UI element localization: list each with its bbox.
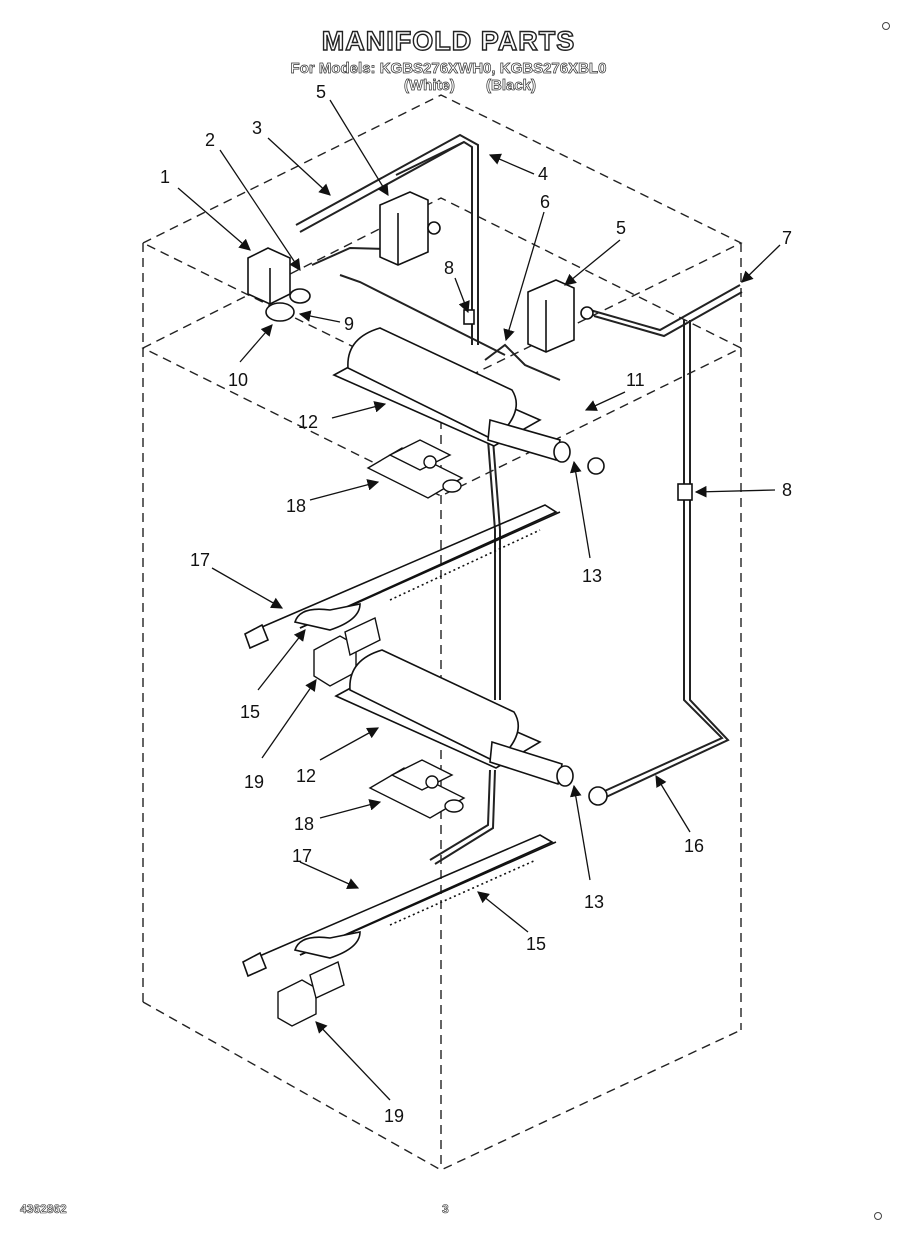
igniter-bracket-upper [366, 439, 464, 499]
models-line: For Models: KGBS276XWH0, KGBS276XBL0 [290, 60, 607, 78]
spreader-upper [244, 504, 561, 650]
valve-lower [527, 279, 575, 353]
callout-8-upper: 8 [444, 258, 454, 278]
terminal-block-lower [277, 961, 345, 1027]
callout-3: 3 [252, 118, 262, 138]
leader-lines [177, 99, 781, 1101]
fittings [265, 221, 693, 806]
callout-19-upper: 19 [244, 772, 264, 792]
callout-8-right: 8 [782, 480, 792, 500]
callout-labels: 1 2 3 4 5 6 5 7 8 9 10 11 12 18 8 17 13 … [160, 82, 792, 1126]
solenoid-valve [247, 247, 291, 305]
spreader-lower [242, 834, 557, 978]
callout-5-upper: 5 [316, 82, 326, 102]
callout-13-lower: 13 [584, 892, 604, 912]
callout-12-upper: 12 [298, 412, 318, 432]
callout-15-lower: 15 [526, 934, 546, 954]
callout-13-upper: 13 [582, 566, 602, 586]
cabinet-outline [141, 94, 743, 1171]
callout-7: 7 [782, 228, 792, 248]
callout-9: 9 [344, 314, 354, 334]
variant-black-label: (Black) [486, 77, 537, 95]
callout-18-lower: 18 [294, 814, 314, 834]
document-number: 4362862 [20, 1202, 67, 1217]
burner-upper [332, 327, 571, 463]
callout-1: 1 [160, 167, 170, 187]
valve-upper [379, 191, 429, 266]
callout-12-lower: 12 [296, 766, 316, 786]
callout-2: 2 [205, 130, 215, 150]
corner-mark-bottom-right [874, 1212, 882, 1220]
igniter-bracket-lower [368, 759, 466, 819]
page-title: MANIFOLD PARTS [321, 25, 576, 56]
variant-white-label: (White) [404, 77, 456, 95]
page-number: 3 [442, 1202, 449, 1217]
callout-10: 10 [228, 370, 248, 390]
callout-16: 16 [684, 836, 704, 856]
terminal-block-upper [313, 616, 381, 687]
callout-17-upper: 17 [190, 550, 210, 570]
callout-11: 11 [626, 370, 645, 390]
burner-lower [334, 649, 574, 787]
callout-19-lower: 19 [384, 1106, 404, 1126]
callout-6: 6 [540, 192, 550, 212]
callout-4: 4 [538, 164, 548, 184]
callout-15-upper: 15 [240, 702, 260, 722]
callout-17-lower: 17 [292, 846, 312, 866]
callout-18-upper: 18 [286, 496, 306, 516]
callout-5-lower: 5 [616, 218, 626, 238]
corner-mark-top-right [882, 22, 890, 30]
